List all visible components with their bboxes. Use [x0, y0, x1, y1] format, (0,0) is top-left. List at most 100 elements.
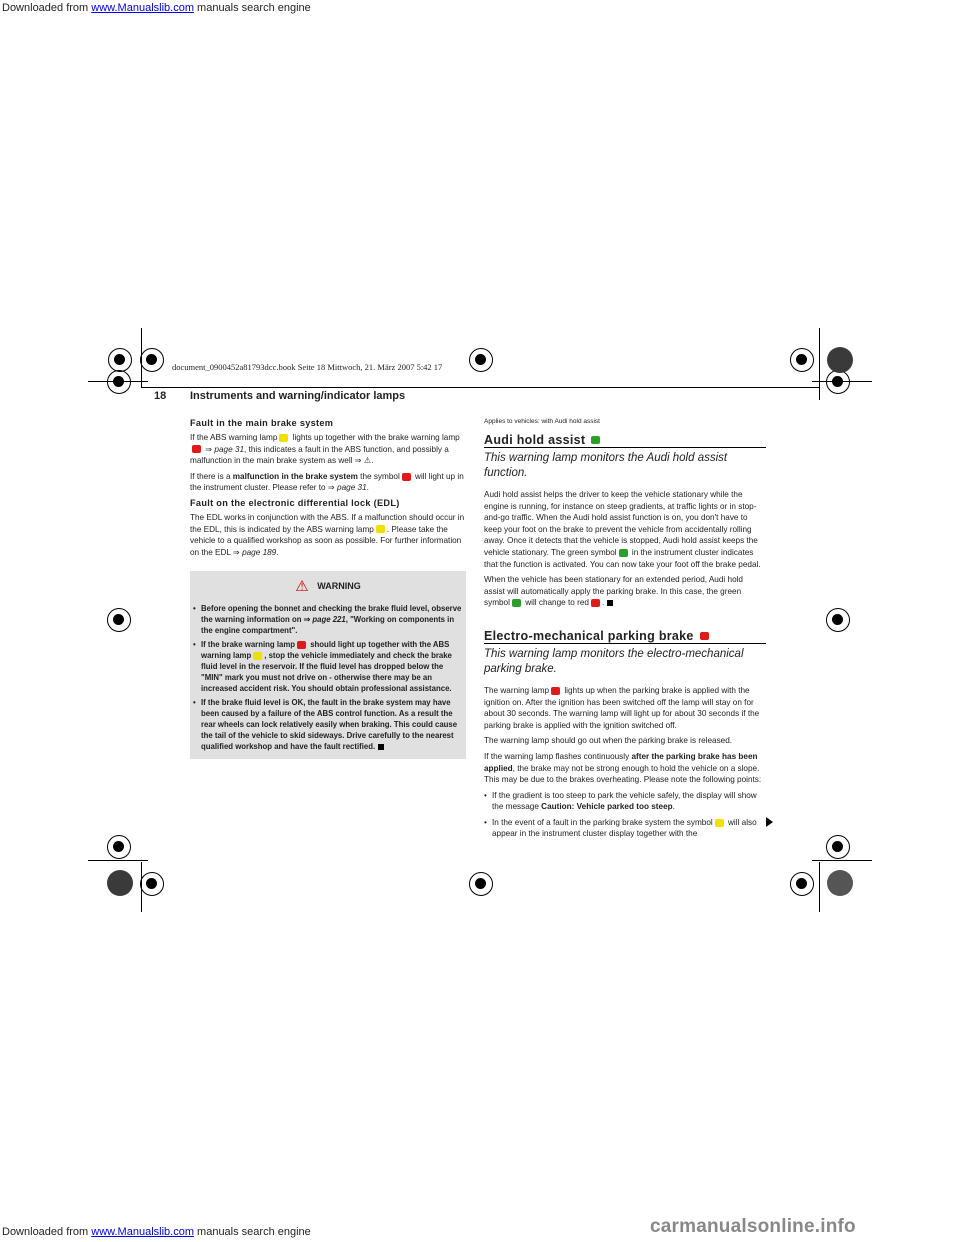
brake-lamp-icon — [192, 445, 201, 454]
paragraph-hold-assist-2: When the vehicle has been stationary for… — [484, 574, 766, 609]
download-suffix-top: manuals search engine — [193, 2, 311, 14]
section-title-text: Electro-mechanical parking brake — [484, 628, 694, 643]
page-ref-link[interactable]: page 31 — [214, 444, 245, 454]
crop-mark — [88, 860, 148, 861]
abs-lamp-icon — [375, 525, 385, 534]
text: In the event of a fault in the parking b… — [492, 817, 713, 827]
registration-mark — [790, 872, 814, 896]
text: , the brake may not be strong enough to … — [484, 763, 762, 785]
section-title-hold-assist: Audi hold assist — [484, 431, 766, 447]
heading-edl-fault: Fault on the electronic differential loc… — [190, 497, 400, 508]
parking-bullet: • If the gradient is too steep to park th… — [484, 790, 766, 813]
footer-watermark: carmanualsonline.info — [650, 1216, 856, 1237]
file-info: document_0900452a81793dcc.book Seite 18 … — [172, 362, 443, 372]
abs-lamp-icon — [279, 433, 289, 442]
bullet-icon: • — [193, 697, 196, 707]
section-title-text: Audi hold assist — [484, 433, 586, 447]
hold-assist-red-icon — [590, 599, 600, 608]
registration-mark — [107, 835, 131, 859]
text: If the brake fluid level is OK, the faul… — [201, 697, 458, 752]
page-ref-link[interactable]: page 189 — [242, 547, 277, 557]
registration-mark — [826, 370, 850, 394]
warning-box: ⚠ WARNING • Before opening the bonnet and… — [190, 571, 466, 759]
registration-mark — [469, 348, 493, 372]
page-ref-link[interactable]: page 31 — [337, 483, 367, 493]
right-column: Applies to vehicles: with Audi hold assi… — [484, 418, 766, 844]
paragraph-parking-2: The warning lamp should go out when the … — [484, 736, 733, 746]
paragraph-parking-1: The warning lamp lights up when the park… — [484, 685, 766, 731]
bold-text: Caution: Vehicle parked too steep — [541, 802, 673, 812]
page-ref-link[interactable]: page 221 — [312, 615, 346, 625]
text: If the gradient is too steep to park the… — [492, 790, 757, 812]
warning-triangle-icon: ⚠ — [295, 578, 309, 595]
abs-lamp-icon — [253, 651, 263, 660]
text: When the vehicle has been stationary for… — [484, 575, 743, 608]
paragraph-edl: The EDL works in conjunction with the AB… — [190, 512, 466, 558]
registration-mark — [140, 348, 164, 372]
crop-mark — [812, 860, 872, 861]
text: will light up in the instrument cluster.… — [190, 471, 464, 493]
text: If there is a — [190, 471, 233, 481]
text: . — [276, 547, 279, 557]
warning-header: ⚠ WARNING — [190, 571, 466, 599]
text: If the warning lamp flashes continuously — [484, 751, 632, 761]
crop-mark — [819, 328, 820, 400]
download-source-line-top: Downloaded from www.Manualslib.com manua… — [2, 2, 311, 14]
download-prefix-top: Downloaded from — [2, 2, 92, 14]
section-subtitle: This warning lamp monitors the Audi hold… — [484, 452, 728, 479]
text: Before opening the bonnet and checking t… — [201, 604, 462, 625]
bullet-icon: • — [193, 639, 196, 649]
registration-mark — [107, 608, 131, 632]
registration-dot — [827, 347, 853, 373]
continue-arrow-icon — [766, 817, 773, 827]
registration-dot — [107, 870, 133, 896]
text: The warning lamp — [484, 685, 550, 695]
hold-assist-icon — [591, 435, 601, 444]
text: If the ABS warning lamp — [190, 433, 278, 442]
warning-bullet: •If the brake warning lamp should light … — [193, 639, 463, 695]
page-title: Instruments and warning/indicator lamps — [190, 390, 406, 402]
text: lights up together with the brake warnin… — [290, 433, 460, 442]
paragraph-hold-assist-1: Audi hold assist helps the driver to kee… — [484, 489, 766, 570]
text: the symbol — [357, 471, 400, 481]
parking-bullet: • In the event of a fault in the parking … — [484, 817, 766, 840]
left-column: Fault in the main brake system If the AB… — [190, 418, 466, 562]
registration-mark — [826, 608, 850, 632]
text: If the brake warning lamp — [201, 639, 296, 649]
text: The EDL works in conjunction with the AB… — [190, 512, 465, 534]
text: , "Working on components in the engine c… — [201, 615, 455, 636]
bold-text: after the parking brake has been applied — [484, 751, 758, 773]
section-title-parking-brake: Electro-mechanical parking brake — [484, 627, 766, 643]
text: . — [366, 483, 369, 493]
download-prefix: Downloaded from — [2, 1226, 92, 1238]
download-source-line: Downloaded from www.Manualslib.com manua… — [2, 1226, 311, 1238]
bullet-icon: • — [484, 817, 487, 827]
warning-title: WARNING — [317, 581, 361, 591]
manualslib-link[interactable]: www.Manualslib.com — [91, 1226, 194, 1238]
registration-mark — [140, 872, 164, 896]
end-mark-icon — [378, 744, 385, 751]
page-number: 18 — [154, 390, 167, 402]
heading-main-brake-fault: Fault in the main brake system — [190, 418, 334, 428]
end-mark-icon — [607, 600, 614, 607]
fault-lamp-icon — [714, 818, 724, 827]
section-subtitle: This warning lamp monitors the electro-m… — [484, 647, 744, 675]
text: will also appear in the instrument clust… — [492, 817, 757, 839]
text: . — [601, 598, 605, 608]
text: Audi hold assist helps the driver to kee… — [484, 490, 758, 557]
text: . — [371, 456, 374, 466]
page-number-box — [141, 388, 171, 403]
section-rule — [484, 642, 766, 644]
registration-dot — [827, 870, 853, 896]
bullet-icon: • — [193, 604, 196, 613]
text: ⇒ — [203, 444, 215, 454]
manualslib-link-top[interactable]: www.Manualslib.com — [91, 2, 194, 14]
bold-text: malfunction in the brake system — [232, 471, 358, 481]
registration-mark — [108, 348, 132, 372]
hold-assist-green-icon — [618, 548, 628, 557]
text: lights up when the parking brake is appl… — [484, 685, 760, 730]
header-bar — [141, 387, 819, 388]
bullet-icon: • — [484, 790, 487, 800]
section-rule — [484, 447, 766, 448]
warning-triangle-icon: ⚠ — [363, 456, 372, 466]
